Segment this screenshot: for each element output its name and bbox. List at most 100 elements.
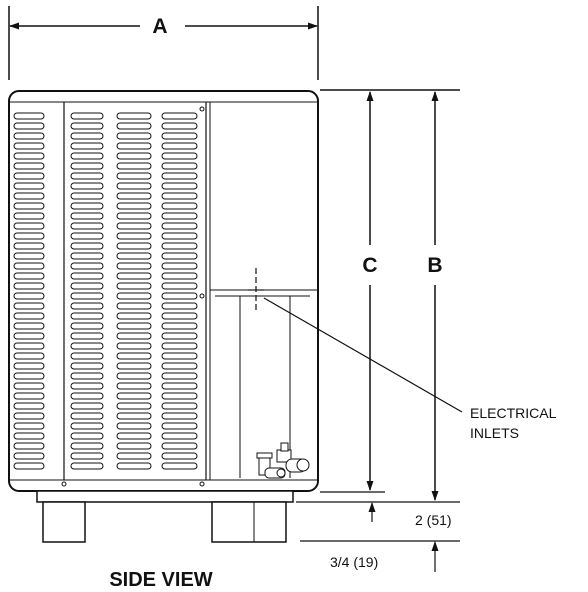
louver-slot [70,392,104,400]
louver-slot [116,202,152,210]
louver-slot [161,432,198,440]
louver-slot [161,202,198,210]
louver-slot [13,282,45,290]
louver-slot [161,232,198,240]
louver-slot [13,452,45,460]
louver-slot [116,172,152,180]
louver-slot [161,112,198,120]
louver-slot [13,292,45,300]
dimension-a [8,6,319,80]
louver-slot [70,152,104,160]
louver-grille [13,112,198,470]
louver-slot [116,232,152,240]
base-height-label: 2 (51) [415,512,452,528]
louver-slot [70,132,104,140]
louver-slot [116,112,152,120]
louver-slot [161,282,198,290]
louver-slot [70,412,104,420]
louver-slot [161,332,198,340]
louver-slot [116,402,152,410]
louver-slot [13,252,45,260]
louver-slot [13,192,45,200]
louver-slot [70,402,104,410]
louver-slot [161,172,198,180]
louver-slot [161,422,198,430]
base-dimension-lines [296,491,460,572]
louver-slot [161,342,198,350]
louver-slot [13,372,45,380]
louver-slot [161,322,198,330]
louver-slot [116,352,152,360]
louver-slot [70,172,104,180]
louver-slot [70,422,104,430]
louver-slot [13,232,45,240]
louver-slot [161,222,198,230]
louver-slot [116,432,152,440]
louver-slot [13,122,45,130]
louver-slot [161,192,198,200]
louver-slot [13,172,45,180]
louver-slot [13,312,45,320]
louver-slot [116,312,152,320]
louver-slot [161,142,198,150]
louver-slot [116,322,152,330]
foot-height-label: 3/4 (19) [330,554,378,570]
louver-slot [116,412,152,420]
louver-slot [13,162,45,170]
louver-slot [70,122,104,130]
louver-slot [70,242,104,250]
louver-slot [116,142,152,150]
louver-slot [13,272,45,280]
louver-slot [116,422,152,430]
louver-slot [13,332,45,340]
louver-slot [13,352,45,360]
electrical-inlets-label-line1: ELECTRICAL [470,405,557,421]
louver-slot [161,162,198,170]
louver-slot [13,212,45,220]
dimension-b-label: B [427,254,442,277]
louver-slot [13,262,45,270]
louver-slot [13,422,45,430]
louver-slot [161,302,198,310]
louver-slot [70,232,104,240]
louver-slot [70,312,104,320]
louver-slot [161,462,198,470]
louver-slot [13,182,45,190]
unit-base [36,490,294,543]
view-title: SIDE VIEW [109,569,212,591]
louver-slot [70,432,104,440]
louver-slot [13,142,45,150]
louver-slot [116,392,152,400]
dimension-a-label: A [152,15,167,38]
louver-slot [13,322,45,330]
louver-slot [161,242,198,250]
electrical-inlets-label-line2: INLETS [470,425,519,441]
louver-slot [116,192,152,200]
louver-slot [116,302,152,310]
louver-slot [161,452,198,460]
louver-slot [70,192,104,200]
louver-slot [161,152,198,160]
louver-slot [13,202,45,210]
louver-slot [13,342,45,350]
louver-slot [161,372,198,380]
louver-slot [116,282,152,290]
louver-slot [161,212,198,220]
louver-slot [116,262,152,270]
louver-slot [13,362,45,370]
louver-slot [13,132,45,140]
louver-slot [161,122,198,130]
louver-slot [116,372,152,380]
electrical-inlets-leader [248,268,463,413]
louver-slot [13,382,45,390]
louver-slot [13,462,45,470]
louver-slot [13,152,45,160]
louver-slot [70,222,104,230]
louver-slot [161,392,198,400]
louver-slot [116,452,152,460]
louver-slot [70,142,104,150]
louver-slot [161,272,198,280]
louver-slot [161,382,198,390]
louver-slot [70,382,104,390]
louver-slot [161,442,198,450]
